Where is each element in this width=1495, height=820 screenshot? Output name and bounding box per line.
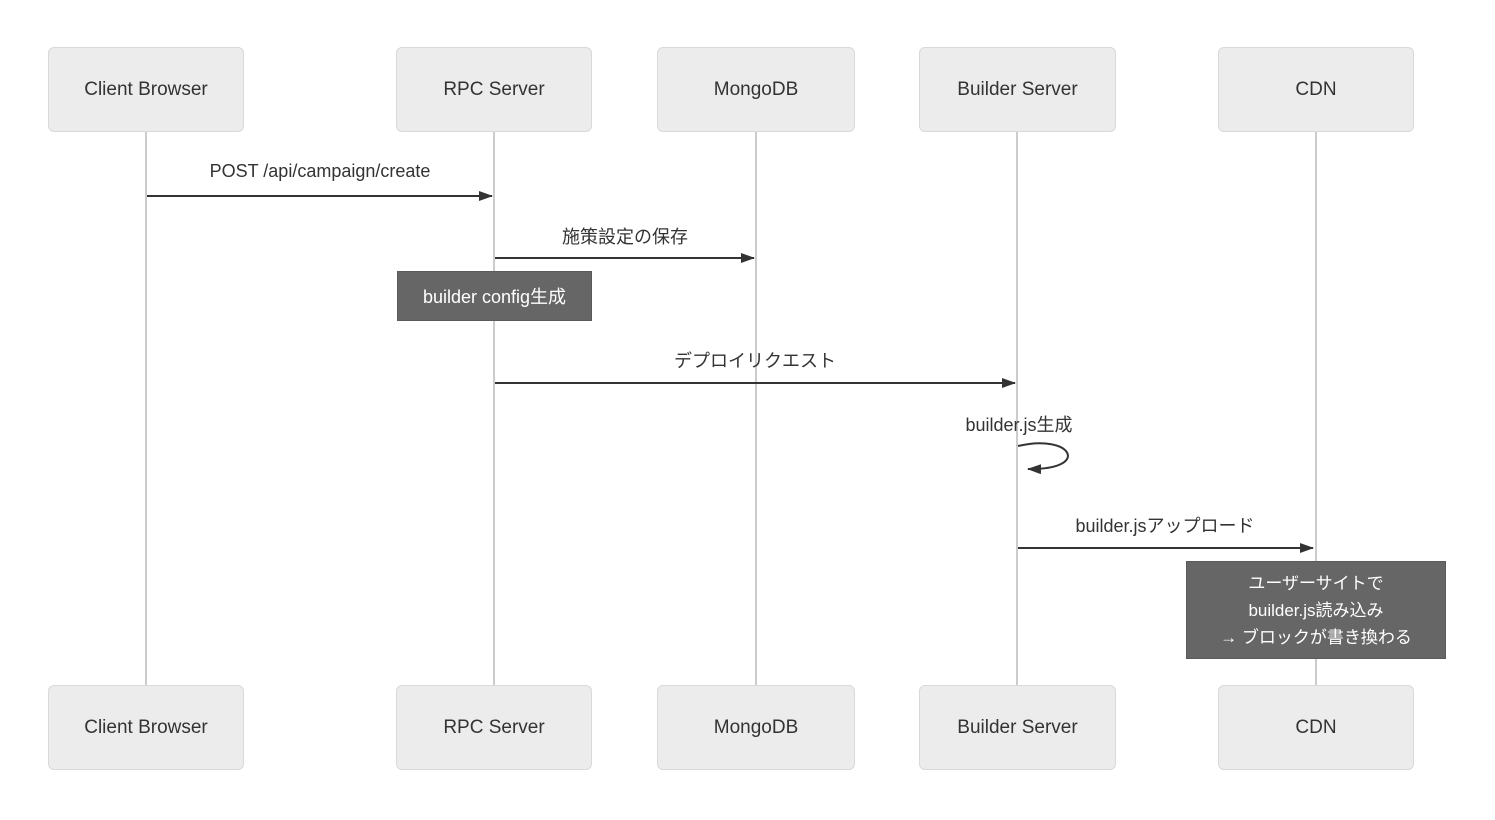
message-label-deploy-request: デプロイリクエスト — [674, 351, 836, 371]
actor-label: CDN — [1295, 716, 1337, 738]
actor-label: Builder Server — [957, 716, 1078, 738]
actor-label: Client Browser — [84, 78, 208, 100]
actor-bottom-mongodb: MongoDB — [657, 685, 855, 770]
actor-label: Client Browser — [84, 716, 208, 738]
note-user-site: ユーザーサイトで builder.js読み込み → ブロックが書き換わる — [1186, 561, 1446, 659]
actor-label: Builder Server — [957, 78, 1078, 100]
note-line: builder.js読み込み — [1248, 600, 1384, 620]
actor-top-cdn: CDN — [1218, 47, 1414, 132]
note-text: builder config生成 — [422, 287, 567, 307]
note-line: ユーザーサイトで — [1248, 573, 1384, 593]
actor-label: RPC Server — [443, 716, 545, 738]
actor-label: MongoDB — [713, 716, 799, 738]
actor-bottom-cdn: CDN — [1218, 685, 1414, 770]
actor-top-builder-server: Builder Server — [919, 47, 1116, 132]
actor-label: RPC Server — [443, 78, 545, 100]
actor-top-rpc-server: RPC Server — [396, 47, 592, 132]
note-line: → ブロックが書き換わる — [1220, 627, 1412, 647]
actor-top-client-browser: Client Browser — [48, 47, 244, 132]
message-label-post-api-campaign-create: POST /api/campaign/create — [209, 161, 431, 181]
actor-label: CDN — [1295, 78, 1337, 100]
note-builder-config: builder config生成 — [397, 271, 592, 321]
message-label-builderjs-upload: builder.jsアップロード — [1075, 516, 1255, 536]
actor-top-mongodb: MongoDB — [657, 47, 855, 132]
actor-bottom-rpc-server: RPC Server — [396, 685, 592, 770]
actor-label: MongoDB — [713, 78, 799, 100]
actor-bottom-client-browser: Client Browser — [48, 685, 244, 770]
message-label-builderjs-generate: builder.js生成 — [965, 415, 1073, 435]
arrow-selfloop-builderjs-generate — [1017, 442, 1069, 475]
message-label-save-settings: 施策設定の保存 — [562, 227, 688, 247]
actor-bottom-builder-server: Builder Server — [919, 685, 1116, 770]
